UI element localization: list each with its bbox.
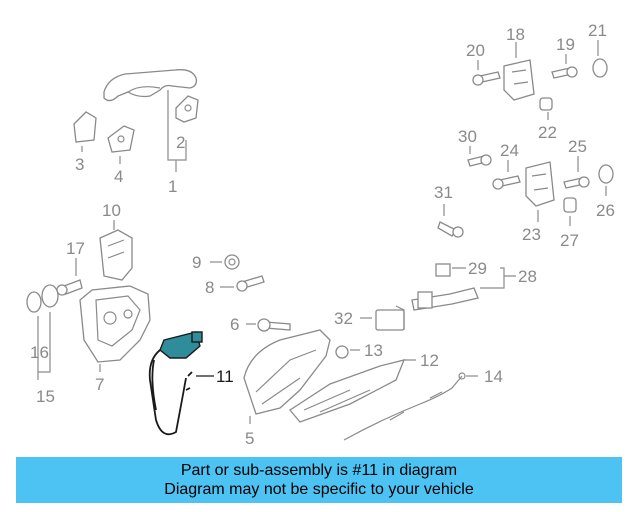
callout-5: 5: [245, 429, 254, 448]
callout-13: 13: [364, 341, 383, 360]
part-6-bolt: [257, 318, 291, 332]
callout-27: 27: [560, 231, 579, 250]
callout-29: 29: [468, 259, 487, 278]
callout-23: 23: [522, 225, 541, 244]
callout-22: 22: [538, 123, 557, 142]
callout-3: 3: [75, 155, 84, 174]
part-17-screw: [56, 279, 83, 296]
part-9-grommet: [224, 254, 240, 270]
leader-28-29: [452, 267, 516, 289]
callout-16: 16: [30, 343, 49, 362]
part-3-bracket: [73, 111, 97, 143]
part-26-cap: [598, 164, 614, 184]
callout-19: 19: [556, 35, 575, 54]
part-12-trim: [289, 359, 406, 423]
callout-1: 1: [168, 177, 177, 196]
part-25-bolt: [563, 176, 590, 189]
leader-1-2: [167, 90, 187, 172]
part-22-bushing: [539, 97, 553, 111]
part-30-bolt: [467, 154, 492, 167]
callout-25: 25: [568, 137, 587, 156]
callout-12: 12: [420, 351, 439, 370]
part-8-screw: [236, 275, 265, 292]
callout-20: 20: [466, 41, 485, 60]
part-32-clip: [375, 305, 405, 331]
part-7-latch: [79, 285, 151, 363]
callout-17: 17: [66, 239, 85, 258]
part-31-bolt: [437, 221, 464, 238]
banner-line-1: Part or sub-assembly is #11 in diagram: [180, 462, 458, 479]
callout-18: 18: [506, 25, 525, 44]
callout-10: 10: [102, 201, 121, 220]
part-11-cable-assembly: [148, 331, 203, 436]
part-28-check-strap: [411, 263, 479, 311]
part-14-cable: [343, 372, 466, 441]
part-16-washers: [26, 284, 59, 313]
banner-line-2: Diagram may not be specific to your vehi…: [164, 481, 474, 498]
callout-7: 7: [95, 375, 104, 394]
callout-4: 4: [114, 167, 123, 186]
part-18-hinge: [503, 59, 535, 101]
part-10-lock-cylinder: [99, 229, 133, 281]
part-23-hinge: [525, 161, 555, 207]
leader-15-16: [37, 312, 51, 380]
callout-6: 6: [230, 315, 239, 334]
callout-32: 32: [334, 309, 353, 328]
callout-11: 11: [216, 367, 234, 386]
callout-9: 9: [192, 253, 201, 272]
part-24-bolt: [492, 175, 521, 190]
part-13-washer: [335, 345, 349, 359]
part-2-handle-cap: [175, 95, 199, 123]
callout-8: 8: [205, 278, 214, 297]
callout-26: 26: [596, 201, 615, 220]
parts-diagram: 1 2 3 4 5 6 7 8 9 10 11 12 13 14 15 16 1…: [26, 21, 615, 448]
part-5-inner-panel: [243, 329, 331, 415]
part-4-gasket: [107, 125, 135, 153]
callout-15: 15: [36, 387, 55, 406]
callout-30: 30: [458, 127, 477, 146]
info-banner: Part or sub-assembly is #11 in diagram D…: [16, 457, 622, 503]
callout-31: 31: [434, 183, 453, 202]
part-21-cap: [592, 58, 608, 78]
callout-2: 2: [176, 133, 185, 152]
part-20-bolt: [472, 71, 501, 86]
callout-14: 14: [484, 367, 503, 386]
part-27-bushing: [563, 197, 577, 213]
part-19-bolt: [551, 66, 578, 79]
callout-21: 21: [588, 21, 607, 40]
part-1-outside-handle: [103, 69, 198, 102]
callout-28: 28: [518, 267, 537, 286]
callout-24: 24: [500, 141, 519, 160]
